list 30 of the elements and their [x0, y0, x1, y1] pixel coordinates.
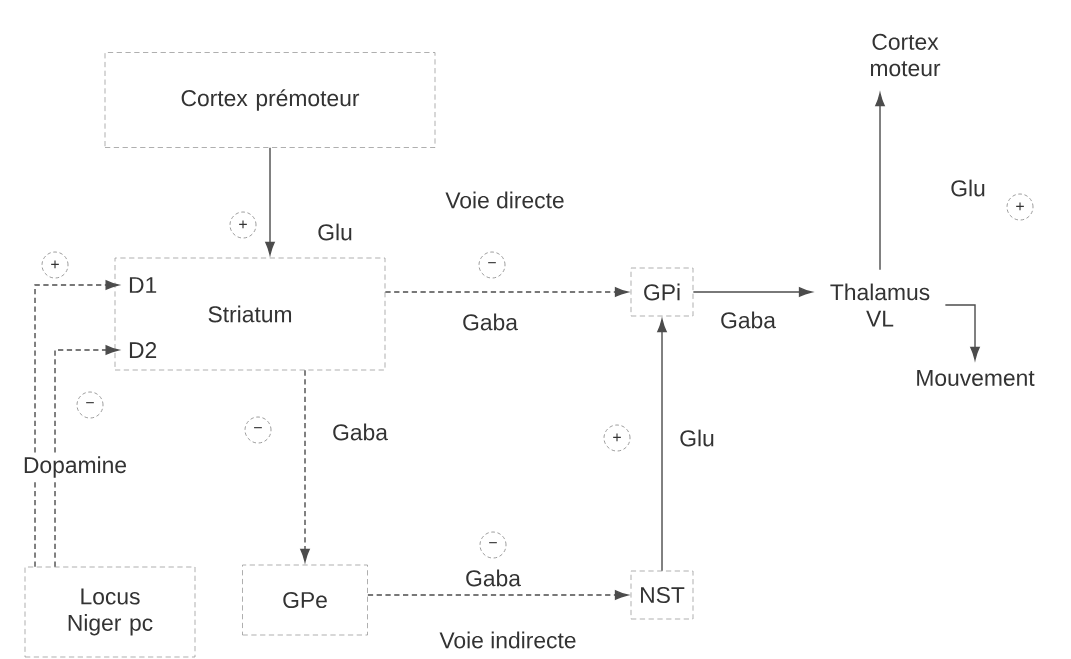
- region-box: GPe: [242, 564, 368, 636]
- region-box: Cortex prémoteur: [104, 52, 436, 148]
- edge-label: Gaba: [463, 567, 523, 589]
- note-text: Voie indirecte: [437, 629, 579, 651]
- arrow: [692, 287, 813, 297]
- arrow: [300, 369, 310, 563]
- arrow: [367, 590, 629, 600]
- note-text: Dopamine: [21, 454, 129, 480]
- arrow: [875, 92, 885, 271]
- label-text: D2: [129, 342, 157, 358]
- region-box: NST: [630, 570, 694, 620]
- region-box: Locus Niger pc: [24, 566, 196, 658]
- edge-label: Gaba: [330, 421, 390, 443]
- region-box: GPi: [630, 267, 694, 317]
- arrow: [657, 318, 667, 572]
- region-label: Cortex moteur: [870, 33, 941, 77]
- edge-label: Gaba: [460, 311, 520, 333]
- region-label: Mouvement: [917, 370, 1035, 386]
- region-label: Thalamus VL: [830, 283, 930, 327]
- arrow: [54, 345, 119, 568]
- arrow: [34, 280, 119, 568]
- edge-label: Glu: [948, 177, 988, 199]
- edge-label: Glu: [677, 427, 717, 449]
- label-text: D1: [129, 277, 157, 293]
- arrow: [265, 147, 275, 256]
- arrow: [384, 287, 629, 297]
- edge-label: Gaba: [718, 309, 778, 331]
- edge-label: Glu: [315, 221, 355, 243]
- note-text: Voie directe: [443, 189, 567, 211]
- arrow: [944, 304, 980, 361]
